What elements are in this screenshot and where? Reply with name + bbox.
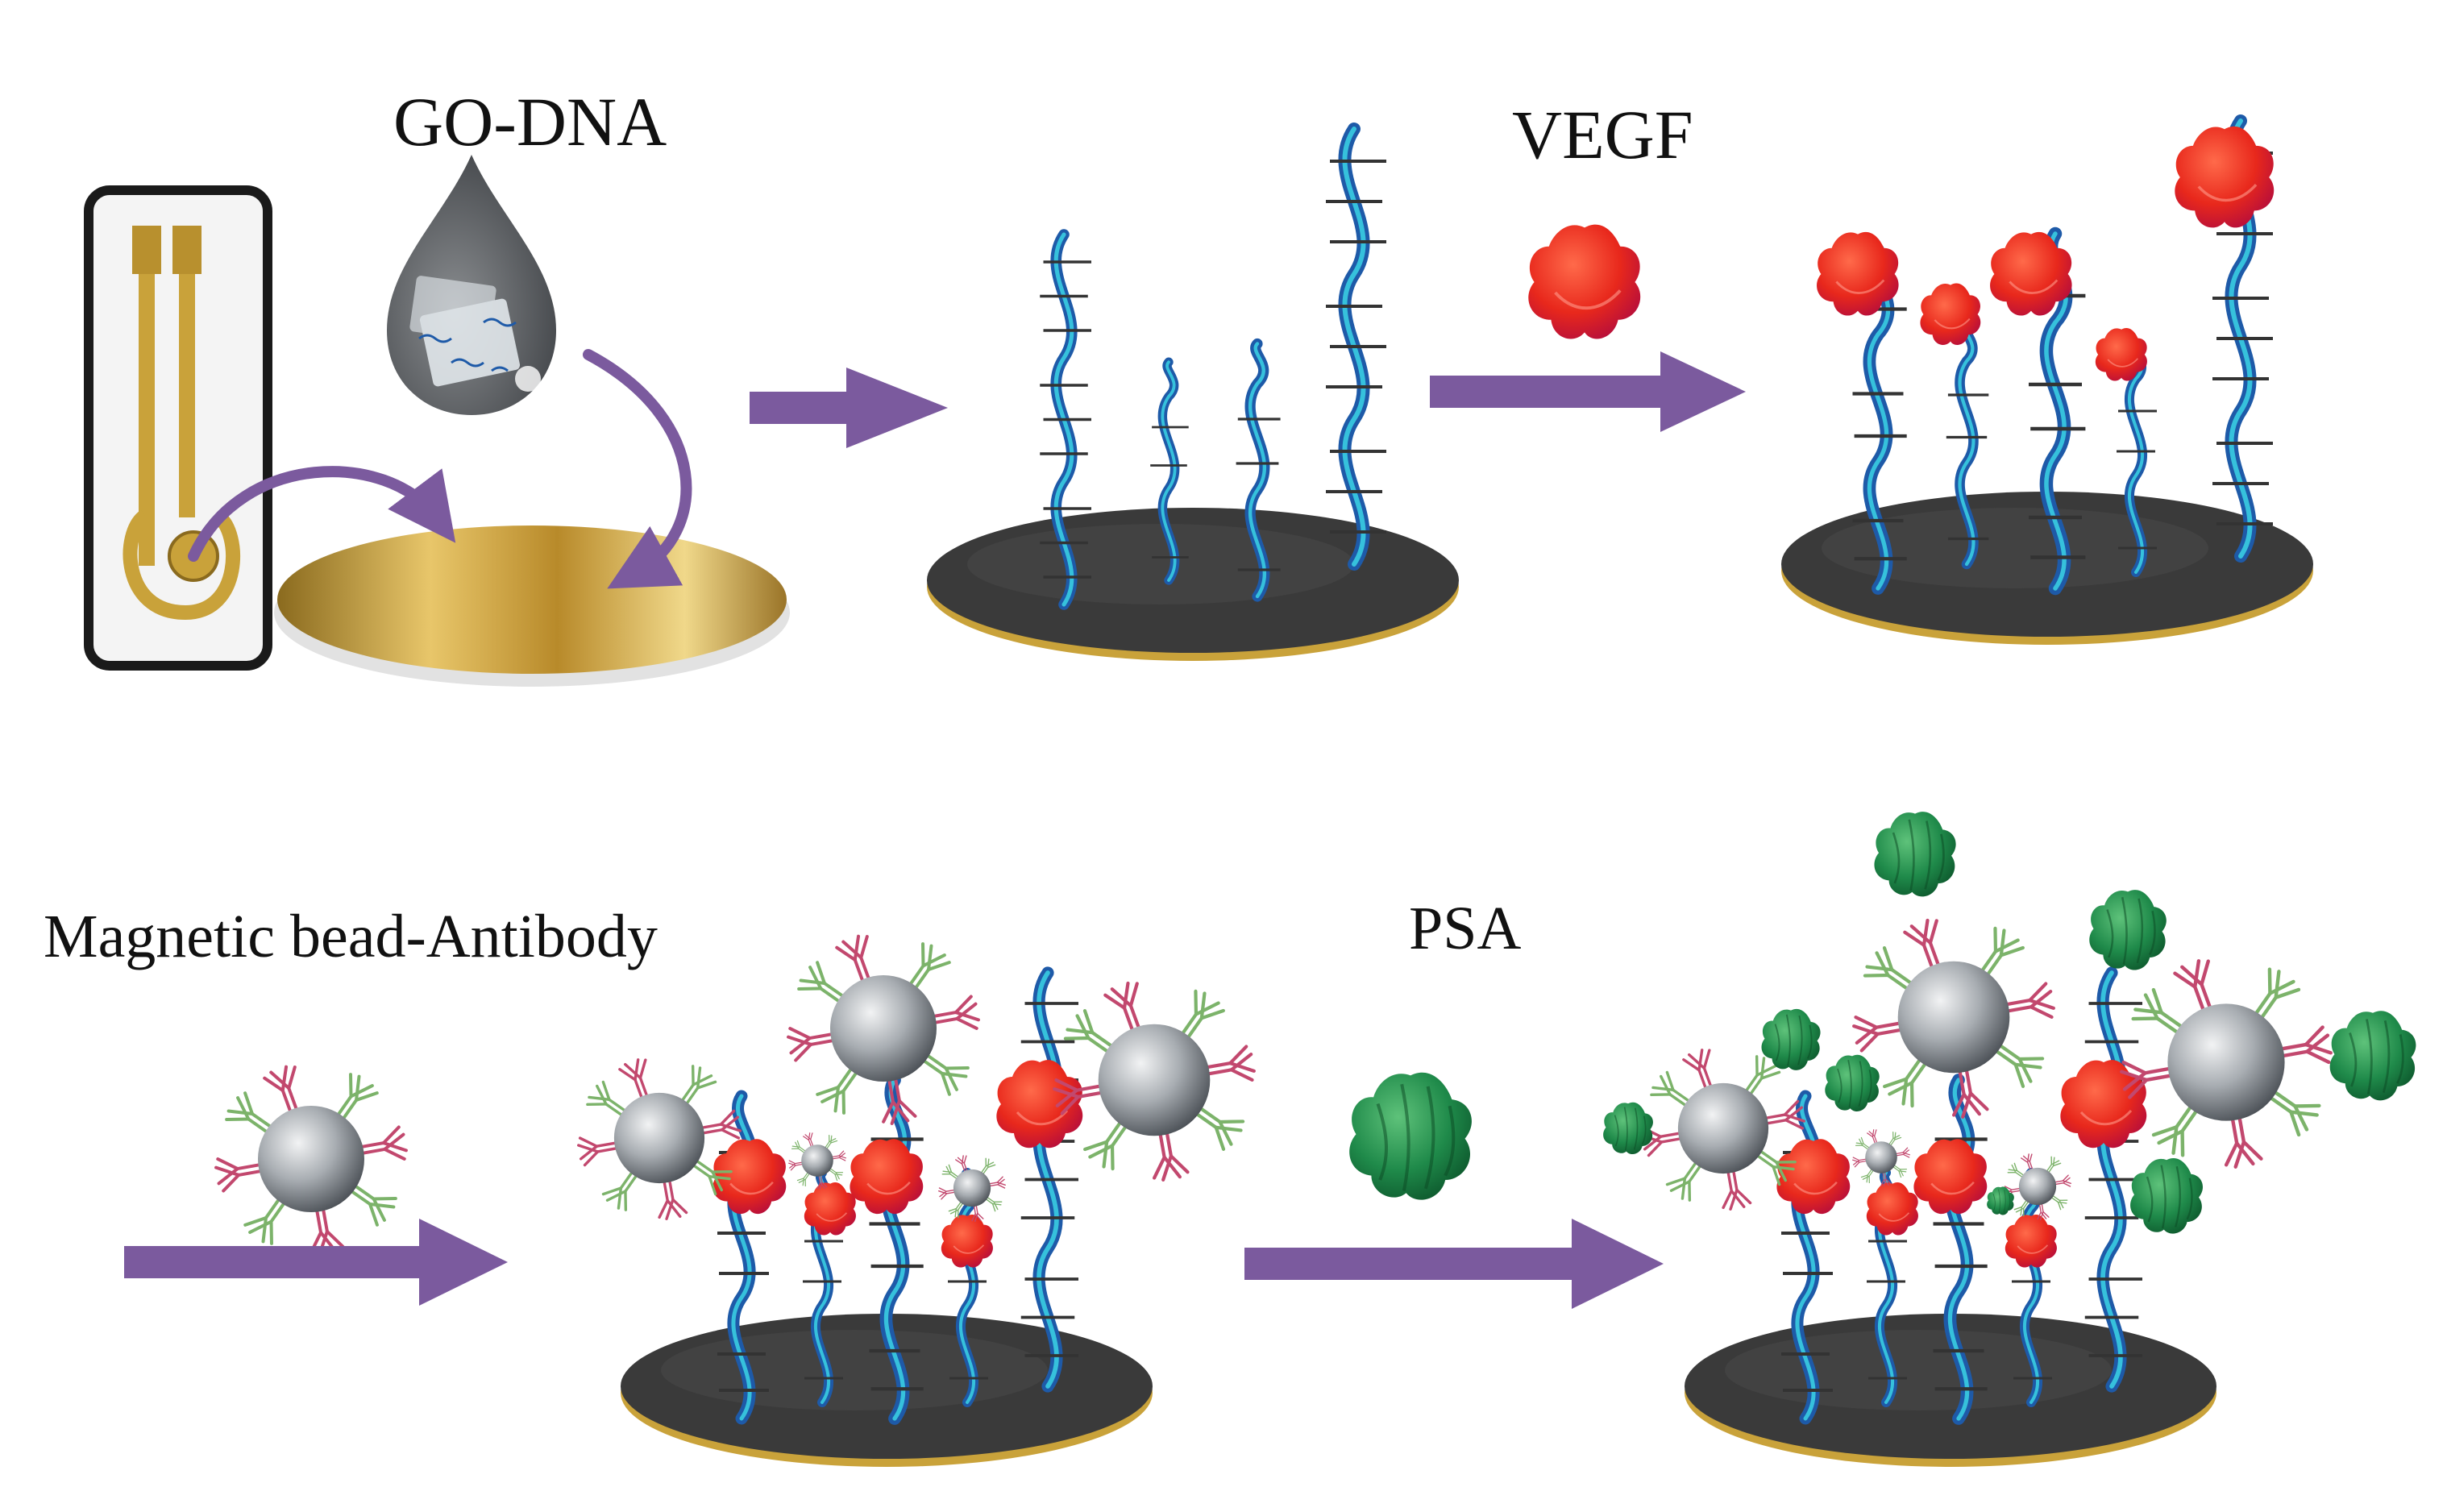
psa-protein-icon xyxy=(1349,1073,1472,1200)
psa-label: PSA xyxy=(1409,895,1522,962)
magnetic-bead-icon xyxy=(214,1064,407,1255)
psa-protein-icon xyxy=(2088,888,2168,971)
psa-protein-icon xyxy=(2329,1009,2417,1102)
vegf-protein-icon xyxy=(1527,222,1643,341)
process-arrow xyxy=(124,1219,508,1306)
magnetic-bead-icon xyxy=(1053,980,1255,1181)
process-arrow xyxy=(1430,351,1746,432)
vegf-bound-electrode xyxy=(1781,121,2313,645)
curved-arrow xyxy=(188,349,692,589)
psa-protein-icon xyxy=(1602,1101,1654,1155)
vegf-protein-icon xyxy=(2173,125,2275,230)
go-dna-electrode xyxy=(927,129,1459,661)
screen-printed-electrode-icon xyxy=(84,185,272,671)
vegf-label: VEGF xyxy=(1512,96,1693,173)
gold-electrode-disc xyxy=(274,525,790,687)
psa-protein-icon xyxy=(1760,1007,1822,1071)
magnetic-bead-icon xyxy=(787,933,979,1124)
droplet-icon xyxy=(387,155,556,415)
bead-bound-electrode xyxy=(577,933,1255,1467)
psa-protein-icon xyxy=(2129,1157,2204,1235)
dna-strand-icon xyxy=(1326,129,1386,564)
psa-bound-electrode xyxy=(1602,810,2417,1467)
magnetic-bead-antibody-label: Magnetic bead-Antibody xyxy=(44,903,658,970)
psa-protein-icon xyxy=(1824,1053,1880,1112)
process-arrow xyxy=(1244,1219,1664,1309)
go-dna-label: GO-DNA xyxy=(393,83,667,160)
psa-protein-icon xyxy=(1873,810,1957,898)
process-arrow xyxy=(750,368,948,448)
